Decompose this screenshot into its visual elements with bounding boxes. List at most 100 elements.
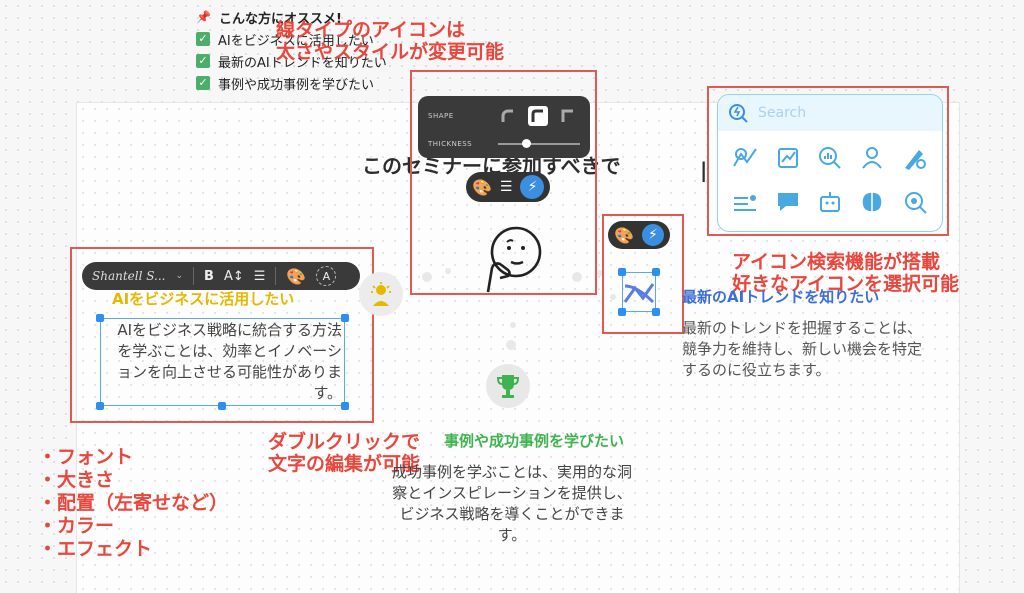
annotation-line: 好きなアイコンを選択可能	[732, 272, 960, 295]
resize-handle[interactable]	[96, 314, 104, 322]
connector-dot	[506, 340, 516, 350]
annotation-text-features: ・フォント ・大きさ ・配置（左寄せなど） ・カラー ・エフェクト	[38, 446, 228, 561]
connector-dot	[597, 270, 603, 276]
shape-label: SHAPE	[428, 112, 454, 120]
shape-round-button[interactable]	[498, 106, 518, 126]
checklist-item[interactable]: ✓ AIをビジネスに活用したい	[196, 28, 436, 50]
toolbar-divider	[275, 267, 277, 285]
robot-box-icon[interactable]	[809, 185, 851, 219]
list-person-icon[interactable]	[724, 185, 766, 219]
annotation-icon-search: アイコン検索機能が搭載 好きなアイコンを選択可能	[732, 251, 960, 296]
toolbar-divider	[193, 267, 195, 285]
resize-handle[interactable]	[218, 402, 226, 410]
checklist-item-label: 最新のAIトレンドを知りたい	[218, 55, 387, 71]
text-format-toolbar: Shantell S... ⌄ B A↕ ☰ 🎨 A	[82, 262, 360, 290]
chart-up-icon[interactable]	[766, 141, 808, 175]
palette-icon[interactable]: 🎨	[286, 266, 307, 286]
shape-rounded-corner-button[interactable]	[528, 106, 548, 126]
person-chart-icon[interactable]	[851, 141, 893, 175]
recommend-checklist: 📌 こんな方にオススメ! ✓ AIをビジネスに活用したい ✓ 最新のAIトレンド…	[196, 6, 436, 94]
search-input[interactable]: Search	[758, 105, 807, 121]
center-section-body[interactable]: 成功事例を学ぶことは、実用的な洞察とインスピレーションを提供し、ビジネス戦略を導…	[391, 463, 632, 544]
checklist-title: こんな方にオススメ!	[218, 11, 342, 27]
annotation-line: アイコン検索機能が搭載	[732, 251, 941, 273]
pin-icon: 📌	[196, 10, 211, 24]
annotation-line: ・大きさ	[38, 469, 115, 491]
stroke-style-icon[interactable]: ☰	[499, 179, 513, 195]
bolt-icon[interactable]: ⚡	[641, 224, 664, 246]
checklist-item-label: AIをビジネスに活用したい	[218, 33, 374, 49]
right-section-body[interactable]: 最新のトレンドを把握することは、競争力を維持し、新しい機会を特定するのに役立ちま…	[682, 319, 923, 379]
pen-search-icon[interactable]	[894, 141, 936, 175]
bold-button[interactable]: B	[204, 268, 214, 284]
search-icon	[729, 104, 748, 123]
text-effect-icon[interactable]: A	[316, 266, 337, 286]
checklist-item[interactable]: ✓ 最新のAIトレンドを知りたい	[196, 50, 436, 72]
line-icon-highlight	[410, 70, 597, 295]
bolt-icon[interactable]: ⚡	[520, 175, 545, 199]
selected-icon-highlight	[602, 214, 684, 334]
connector-dot	[422, 272, 432, 282]
selected-icon-toolbar: 🎨 ⚡	[608, 221, 670, 249]
annotation-line: 太さやスタイルが変更可能	[276, 40, 505, 63]
shape-square-button[interactable]	[558, 106, 578, 126]
thickness-label: THICKNESS	[428, 140, 473, 148]
checklist-item-label: 事例や成功事例を学びたい	[218, 77, 375, 93]
left-section-body[interactable]: AIをビジネス戦略に統合する方法を学ぶことは、効率とイノベーションを向上させる可…	[116, 321, 342, 402]
right-section-title[interactable]: 最新のAIトレンドを知りたい	[682, 288, 880, 306]
icon-result-grid	[718, 131, 942, 229]
resize-handle[interactable]	[96, 402, 104, 410]
annotation-double-click: ダブルクリックで 文字の編集が可能	[268, 431, 421, 476]
annotation-line: ・カラー	[38, 515, 115, 537]
heading-tail: |	[700, 158, 708, 182]
resize-handle[interactable]	[341, 314, 349, 322]
text-align-button[interactable]: ☰	[253, 268, 266, 284]
checkbox-checked-icon[interactable]: ✓	[196, 76, 210, 90]
trophy-icon[interactable]	[486, 364, 530, 408]
icon-toolbar: 🎨 ☰ ⚡	[466, 172, 551, 202]
icon-search-highlight	[707, 86, 949, 236]
thickness-slider-track[interactable]	[498, 143, 580, 145]
connector-dot	[610, 294, 616, 300]
annotation-line: ダブルクリックで	[268, 431, 421, 453]
trend-cross-icon[interactable]	[623, 278, 655, 308]
palette-icon[interactable]: 🎨	[472, 177, 492, 197]
annotation-line: ・配置（左寄せなど）	[38, 492, 229, 514]
brain-icon[interactable]	[851, 185, 893, 219]
checklist-title-row: 📌 こんな方にオススメ!	[196, 6, 436, 28]
connector-dot	[572, 272, 582, 282]
thickness-slider-thumb[interactable]	[522, 139, 531, 148]
resize-handle[interactable]	[341, 402, 349, 410]
icon-style-panel: SHAPE THICKNESS	[418, 96, 590, 158]
trend-cross-icon[interactable]	[724, 141, 766, 175]
lightbulb-person-icon[interactable]	[359, 272, 403, 316]
thinking-face-icon[interactable]	[478, 222, 548, 294]
font-size-button[interactable]: A↕	[223, 268, 244, 284]
checkbox-checked-icon[interactable]: ✓	[196, 32, 210, 46]
font-family-select[interactable]: Shantell S...	[92, 269, 166, 283]
annotation-line-icon: 線タイプのアイコンは 太さやスタイルが変更可能	[276, 19, 505, 64]
resize-handle[interactable]	[618, 268, 626, 276]
checkbox-checked-icon[interactable]: ✓	[196, 54, 210, 68]
left-section-title[interactable]: AIをビジネスに活用したい	[112, 290, 295, 308]
connector-dot	[445, 268, 451, 274]
resize-handle[interactable]	[618, 308, 626, 316]
annotation-line: ・フォント	[38, 446, 134, 468]
connector-dot	[510, 322, 516, 328]
chat-bubble-icon[interactable]	[766, 185, 808, 219]
palette-icon[interactable]: 🎨	[614, 225, 634, 245]
magnifier-target-icon[interactable]	[894, 185, 936, 219]
chevron-down-icon[interactable]: ⌄	[175, 271, 184, 281]
resize-handle[interactable]	[652, 268, 660, 276]
search-bar[interactable]: Search	[718, 95, 942, 131]
text-edit-highlight	[70, 247, 374, 423]
chart-search-icon[interactable]	[809, 141, 851, 175]
annotation-line: 文字の編集が可能	[268, 452, 421, 475]
resize-handle[interactable]	[652, 308, 660, 316]
annotation-line: 線タイプのアイコンは	[276, 19, 466, 41]
selected-icon-frame[interactable]	[622, 272, 656, 312]
center-section-title[interactable]: 事例や成功事例を学びたい	[443, 432, 624, 450]
checklist-item[interactable]: ✓ 事例や成功事例を学びたい	[196, 72, 436, 94]
icon-search-panel: Search	[717, 94, 943, 232]
annotation-line: ・エフェクト	[38, 538, 153, 560]
